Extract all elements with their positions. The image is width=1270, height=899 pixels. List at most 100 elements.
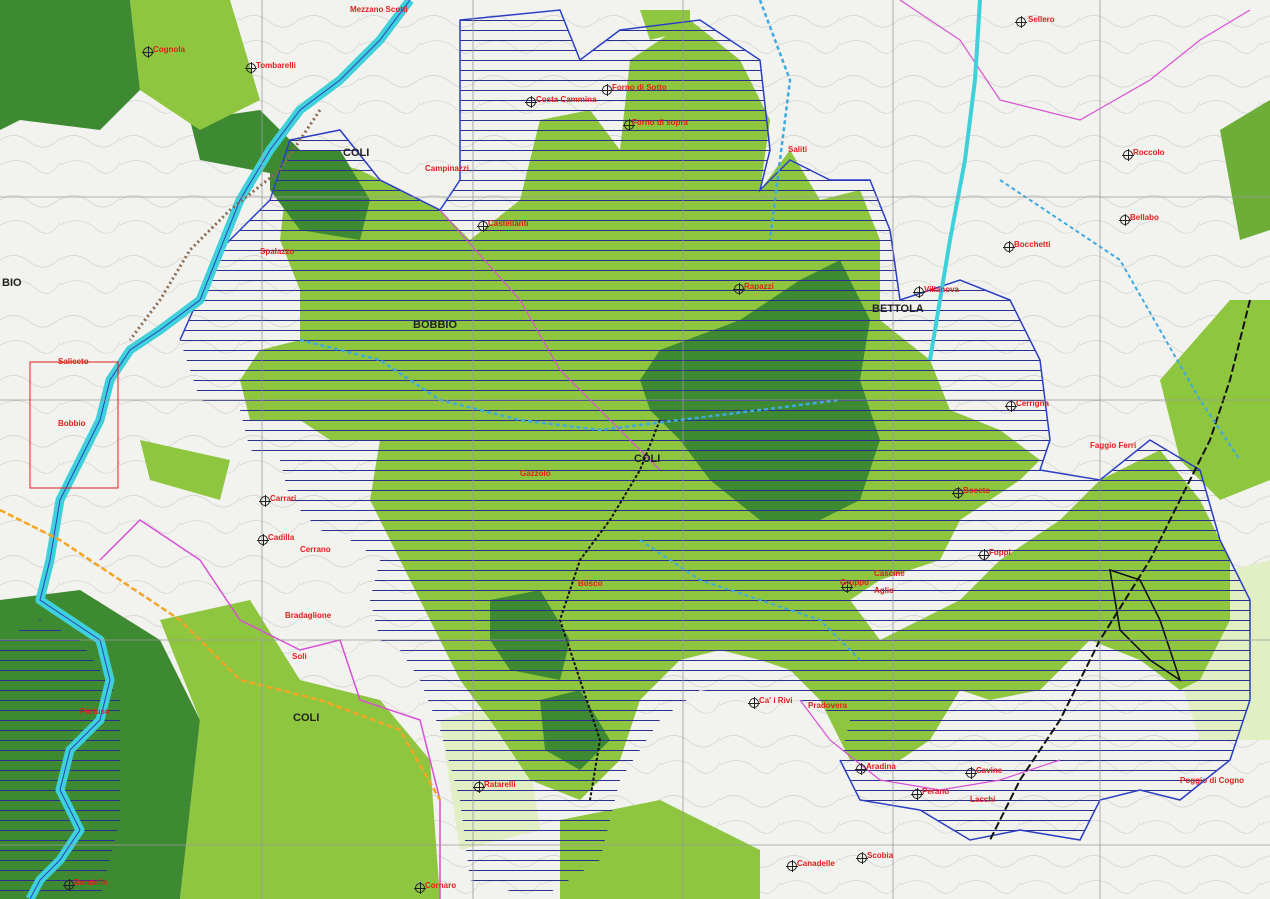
place-label[interactable]: Cavine [976,766,1003,775]
forest-south-west [160,600,440,899]
place-marker[interactable] [477,220,489,232]
place-label[interactable]: Poggio di Cogno [1180,776,1244,785]
place-marker[interactable] [786,860,798,872]
region-label-bobbio: BOBBIO [413,319,457,331]
place-marker[interactable] [733,283,745,295]
place-label[interactable]: Pradovera [808,701,848,710]
place-label[interactable]: Forno di sopra [632,118,688,127]
place-marker[interactable] [952,487,964,499]
municipal-boundary-3 [799,699,1061,791]
place-label[interactable]: Costa Cammina [536,95,597,104]
place-label[interactable]: Sellero [1028,15,1055,24]
stream-2 [299,338,841,432]
place-label[interactable]: Cerrigna [1016,399,1049,408]
place-label[interactable]: Foppi [989,548,1011,557]
place-marker[interactable] [1003,241,1015,253]
place-marker[interactable] [257,534,269,546]
place-label[interactable]: Boceto [963,486,991,495]
region-label-coli-south: COLI [293,712,320,724]
place-label[interactable]: Forno di Sotto [612,83,667,92]
district-boundary-black [558,419,661,801]
place-label[interactable]: Aradina [866,762,896,771]
place-label[interactable]: Roccolo [1133,148,1165,157]
river-nure [928,0,982,361]
place-label[interactable]: Faggio Ferri [1090,441,1137,450]
place-label[interactable]: Bocchetti [1014,240,1051,249]
place-marker[interactable] [259,495,271,507]
forest-east-2 [1220,100,1270,240]
place-label[interactable]: Lacchi [970,795,996,804]
inset-frame [29,361,119,489]
place-label[interactable]: Canadelle [797,859,835,868]
place-label[interactable]: Saliti [788,145,808,154]
stream-4 [639,539,861,661]
place-label[interactable]: Campinazzi [425,164,470,173]
place-label[interactable]: Ca' i Rivi [759,696,793,705]
place-label[interactable]: Gazzolo [520,469,551,478]
place-label[interactable]: Ratarelli [484,780,516,789]
place-marker[interactable] [841,581,853,593]
place-label[interactable]: Aglio [874,586,894,595]
place-marker[interactable] [245,62,257,74]
place-marker[interactable] [913,286,925,298]
region-label-bio: BIO [2,277,22,289]
place-label[interactable]: Cornaro [425,881,457,890]
dark-forest-northwest [0,0,140,130]
place-label[interactable]: Cognola [153,45,185,54]
place-marker[interactable] [601,84,613,96]
hatched-protected-zone [180,10,1250,899]
place-marker[interactable] [63,879,75,891]
region-label-bettola: BETTOLA [872,303,924,315]
place-label[interactable]: Bobbio [58,419,86,428]
place-marker[interactable] [911,788,923,800]
place-label[interactable]: Pertuso [80,707,110,716]
place-label[interactable]: Bradaglione [285,611,332,620]
place-label[interactable]: Spalazzo [260,247,295,256]
place-marker[interactable] [525,96,537,108]
municipal-boundary-1 [99,519,441,899]
place-label[interactable]: Villanova [924,285,959,294]
forest-west-1 [130,0,260,130]
black-outline-east [1108,568,1182,682]
place-marker[interactable] [978,549,990,561]
place-label[interactable]: Bellabo [1130,213,1159,222]
region-label-coli-center: COLI [634,453,661,465]
stream-3 [999,179,1241,461]
place-marker[interactable] [1015,16,1027,28]
place-marker[interactable] [748,697,760,709]
river-trebbia-edge [29,0,411,899]
place-label[interactable]: Cerrano [300,545,331,554]
place-marker[interactable] [1119,214,1131,226]
place-label[interactable]: Bandella [74,878,108,887]
place-label[interactable]: Castellanti [488,219,529,228]
place-marker[interactable] [414,882,426,894]
place-label[interactable]: Perano [922,787,950,796]
place-marker[interactable] [1122,149,1134,161]
road-orange [0,508,442,801]
municipal-boundary-4 [899,0,1251,121]
place-marker[interactable] [142,46,154,58]
place-label[interactable]: Cadilla [268,533,295,542]
place-label[interactable]: Rapazzi [744,282,774,291]
place-marker[interactable] [965,767,977,779]
place-marker[interactable] [1005,400,1017,412]
region-label-coli-north: COLI [343,147,370,159]
place-marker[interactable] [856,852,868,864]
place-label[interactable]: Mezzano Scotti [350,5,408,14]
place-label[interactable]: Scobia [867,851,894,860]
place-label[interactable]: Cascine [874,569,905,578]
place-marker[interactable] [855,763,867,775]
place-label[interactable]: Carrari [270,494,297,503]
place-label[interactable]: Bosco [578,579,603,588]
place-marker[interactable] [473,781,485,793]
place-label[interactable]: Gruppo [840,578,869,587]
place-label[interactable]: Soli [292,652,307,661]
road-brown [128,109,322,341]
place-label[interactable]: Tombarelli [256,61,296,70]
place-marker[interactable] [623,119,635,131]
forest-south-center [560,800,760,899]
place-label[interactable]: Saliceto [58,357,89,366]
